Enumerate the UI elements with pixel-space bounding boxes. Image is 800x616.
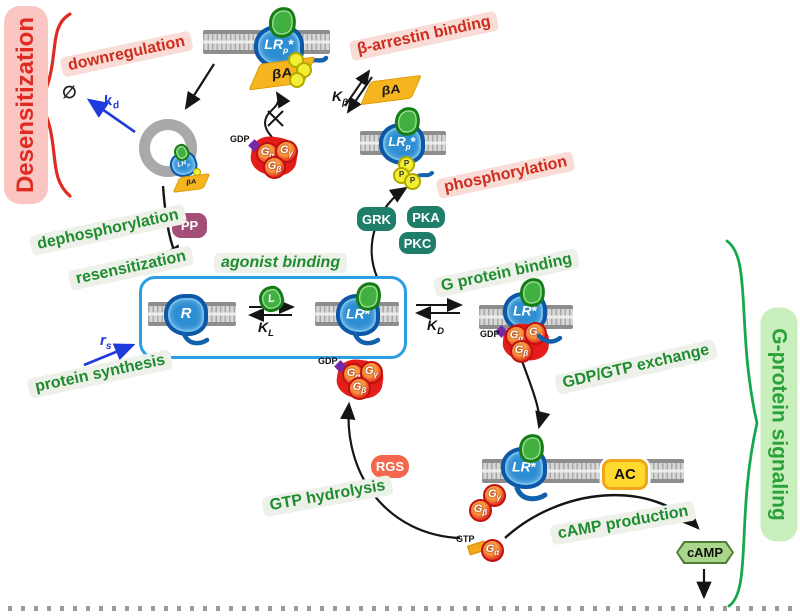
gdp-gtp-exchange-arrow [520,360,551,430]
kl-label: KL [258,319,274,339]
blocked-cross-icon [267,110,284,127]
endosome-vesicle [139,119,197,177]
rgs-enzyme: RGS [371,455,409,478]
internalization-arrow [184,63,215,110]
receptor-tail-icon [514,486,548,502]
agonist-binding-box [139,276,407,359]
kbeta-label: Kβ [332,88,349,108]
phosphorylation-arrow [370,186,408,278]
receptor-tail-icon [352,332,381,346]
ac-label: AC [614,466,636,483]
gdp-label: GDP [480,329,500,339]
agonist-binding-label: agonist binding [214,253,348,273]
gtp-label: GTP [456,534,475,544]
receptor-tail-icon [537,333,563,344]
gdp-label: GDP [318,356,338,366]
rs-rate-label: rs [100,332,112,352]
gprotein-brace [725,239,759,608]
adenylyl-cyclase: AC [602,459,648,490]
blocked-arrow [264,91,291,138]
receptor-lr-effector: LR* [501,432,547,489]
phosphate-icon [289,72,305,88]
desensitization-title: Desensitization [12,16,39,194]
desensitization-header: Desensitization [4,6,48,204]
receptor-r: R [164,294,208,336]
g-beta-icon: Gβ [348,377,371,400]
empty-set-symbol: ∅ [62,83,77,102]
pka-enzyme: PKA [407,206,445,228]
membrane-bottom-edge [8,606,794,611]
g-beta-icon: Gβ [469,499,492,522]
gprotein-signaling-header: G-protein signaling [760,307,798,542]
g-alpha-icon: Gα [481,539,504,562]
g-gamma-icon: Gγ [483,484,506,507]
kbeta-arrow-down [346,76,373,114]
grk-enzyme: GRK [357,207,396,231]
receptor-lr-active: LR* [336,279,385,336]
phosphate-icon: P [404,173,421,190]
degradation-kd-arrow [86,98,136,134]
gprotein-signaling-title: G-protein signaling [768,328,791,521]
camp-label: cAMP [686,545,724,560]
kd-equilibrium-label: KD [427,317,444,337]
pkc-enzyme: PKC [399,232,436,254]
synthesis-rs-arrow [83,343,136,367]
g-beta-icon: Gβ [510,340,533,363]
camp-hexagon: cAMP [676,541,734,564]
phosphate-icon [193,168,201,176]
receptor-tail-icon [181,332,210,346]
g-beta-icon: Gβ [263,156,286,179]
gdp-label: GDP [230,134,250,144]
